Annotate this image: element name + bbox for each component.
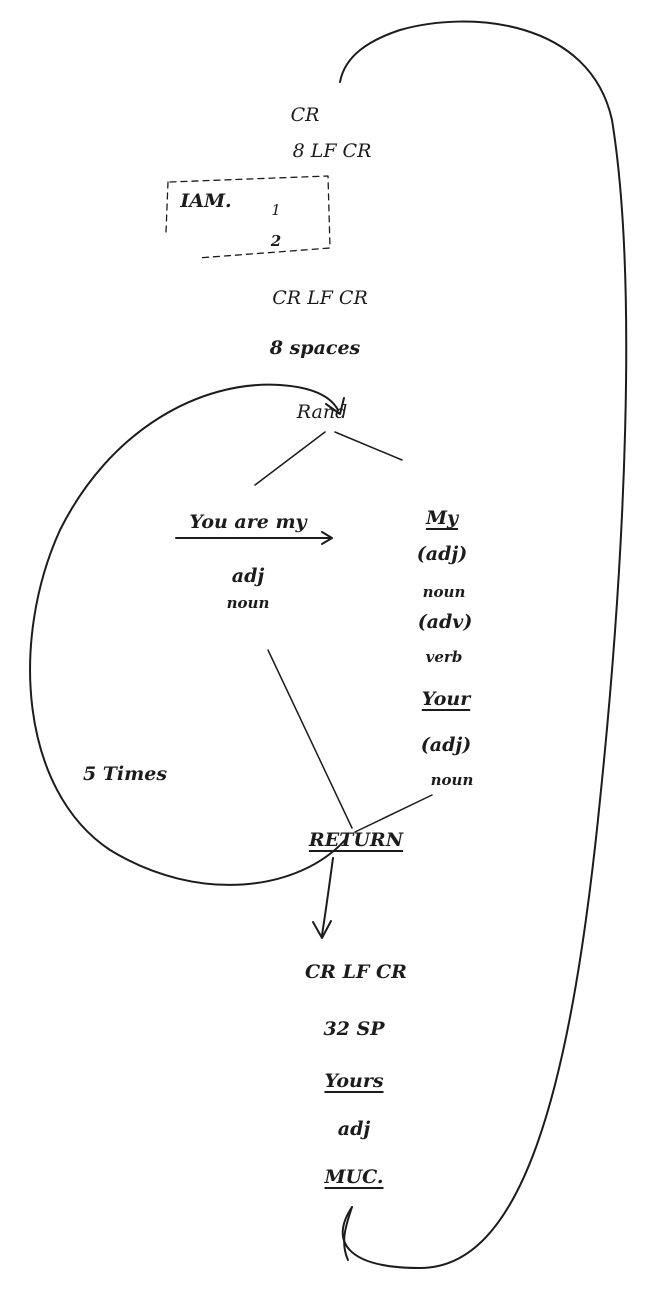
- loop-arrowhead: [325, 397, 345, 415]
- footer-32-sp-text: 32 SP: [323, 1018, 385, 1040]
- rand-node: Rand: [296, 401, 348, 423]
- footer-muc-text: MUC.: [324, 1166, 384, 1188]
- outer-return-loop: [339, 20, 628, 1269]
- left-branch-title: You are my: [189, 511, 307, 533]
- return-node: RETURN: [308, 829, 404, 851]
- left-branch-noun: noun: [226, 594, 270, 612]
- iam-option-1: 1: [271, 201, 281, 219]
- loop-5-times-label: 5 Times: [82, 763, 168, 785]
- return-down-arrowhead: [312, 920, 332, 939]
- branch-left-line: [254, 431, 326, 486]
- right-branch-your: Your: [421, 688, 471, 710]
- top-cr-text: CR: [290, 104, 320, 126]
- iam-label: IAM.: [180, 190, 232, 212]
- iam-box: [165, 175, 331, 259]
- footer-yours-text: Yours: [324, 1070, 384, 1092]
- right-branch-adj1: (adj): [416, 543, 468, 565]
- right-to-return-line: [354, 794, 433, 833]
- footer-adj-text: adj: [337, 1118, 371, 1140]
- right-branch-noun: noun: [422, 583, 466, 601]
- iam-option-2: 2: [270, 232, 282, 250]
- right-branch-my: My: [425, 507, 459, 529]
- loop-circle: [29, 383, 346, 886]
- right-branch-verb: verb: [425, 648, 463, 666]
- header-cr-lf-cr-text: CR LF CR: [272, 287, 368, 309]
- left-title-underline-arrow: [321, 531, 333, 545]
- right-branch-adj2: (adj): [420, 734, 472, 756]
- right-branch-noun2: noun: [430, 771, 474, 789]
- bottom-hook: [343, 1206, 353, 1261]
- header-8-spaces-text: 8 spaces: [269, 337, 361, 359]
- top-8-lf-cr-text: 8 LF CR: [292, 140, 372, 162]
- left-to-return-line: [267, 649, 353, 829]
- footer-cr-lf-cr-text: CR LF CR: [305, 961, 407, 983]
- right-branch-adv: (adv): [417, 611, 473, 633]
- branch-right-line: [334, 431, 403, 461]
- left-branch-adj: adj: [231, 565, 265, 587]
- return-down-arrow: [321, 857, 334, 936]
